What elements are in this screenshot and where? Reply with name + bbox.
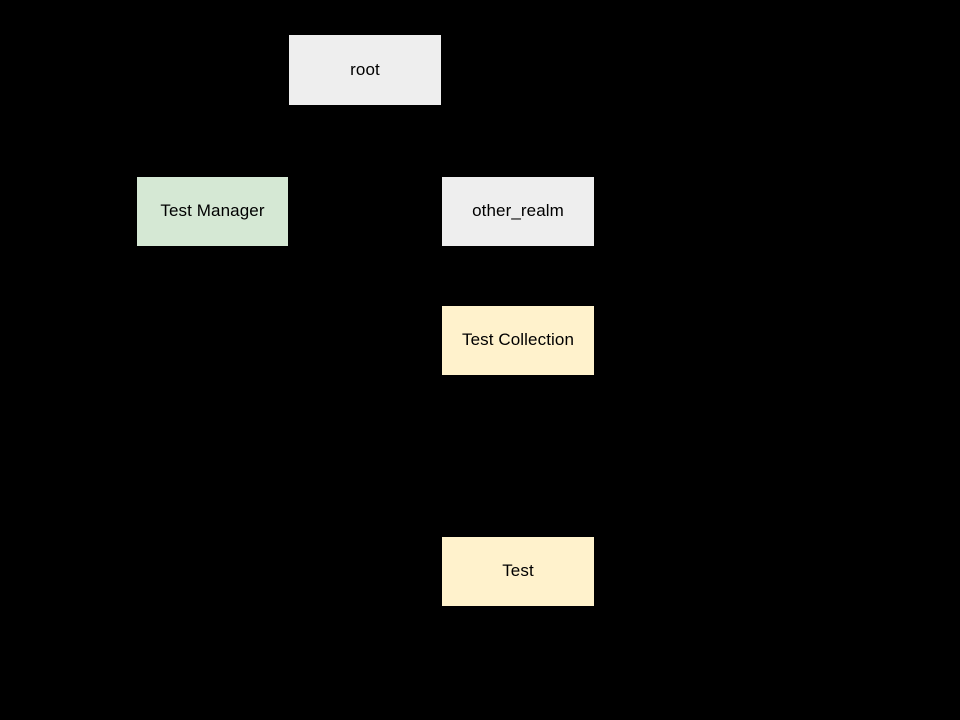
node-test-collection[interactable]: Test Collection: [442, 306, 594, 375]
node-test[interactable]: Test: [442, 537, 594, 606]
node-test-manager-label: Test Manager: [160, 201, 265, 221]
node-other-realm[interactable]: other_realm: [442, 177, 594, 246]
node-test-collection-label: Test Collection: [461, 330, 575, 350]
node-test-label: Test: [502, 561, 534, 581]
node-root[interactable]: root: [289, 35, 441, 105]
node-test-manager[interactable]: Test Manager: [137, 177, 288, 246]
node-root-label: root: [350, 59, 380, 79]
node-other-realm-label: other_realm: [472, 201, 564, 221]
